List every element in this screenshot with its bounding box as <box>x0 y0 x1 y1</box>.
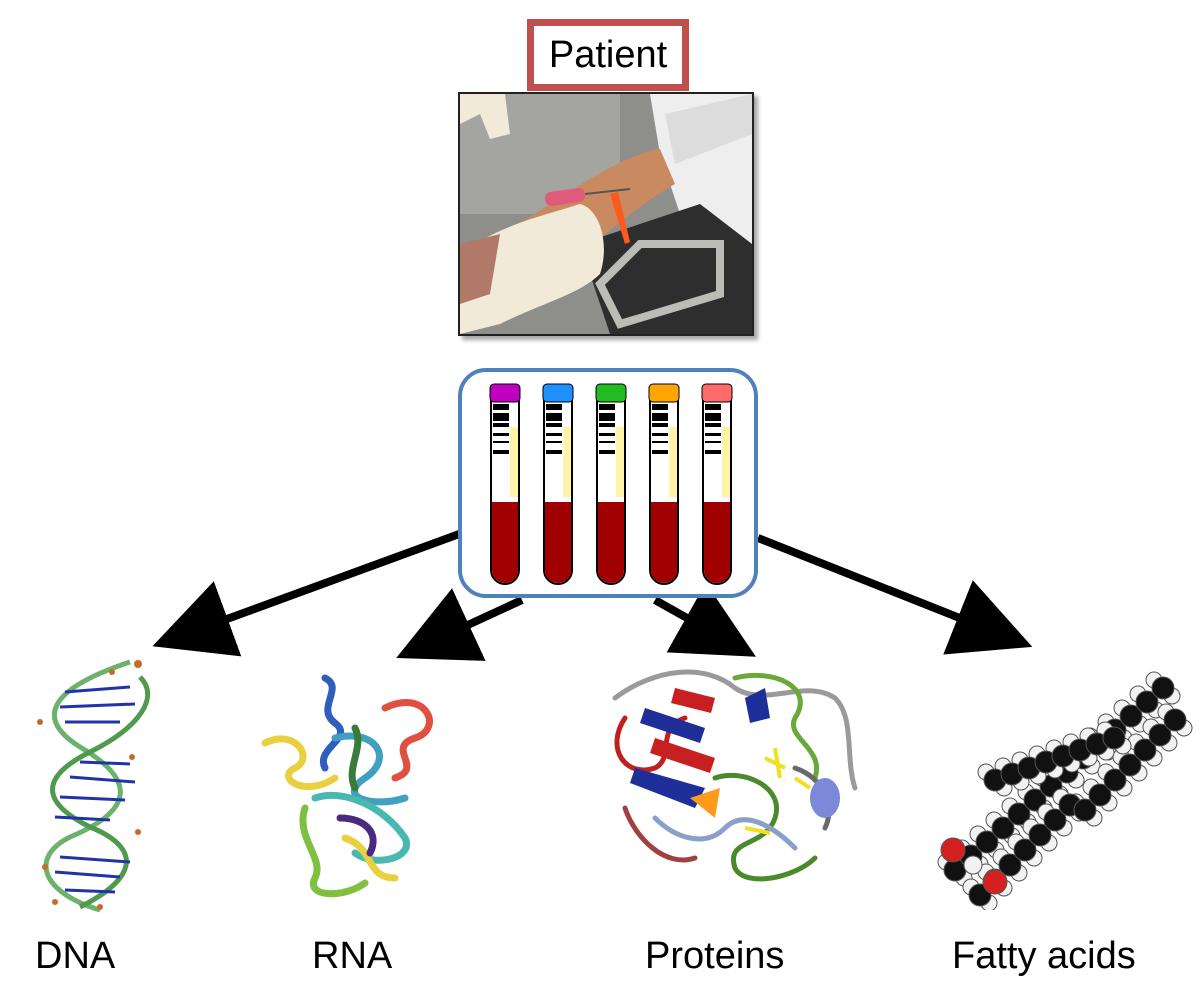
tube-cap <box>489 383 521 403</box>
blood-tubes-box <box>458 368 758 598</box>
blood-tube <box>701 383 733 585</box>
tube-cap <box>648 383 680 403</box>
rna-ribbon-structure-icon <box>261 674 433 898</box>
label-dna: DNA <box>35 935 116 977</box>
blood-tube <box>648 383 680 585</box>
label-rna: RNA <box>312 935 393 977</box>
fatty-acid-space-filling-icon <box>937 671 1193 910</box>
blood-tube <box>489 383 521 585</box>
tube-cap <box>595 383 627 403</box>
blood-tube <box>542 383 574 585</box>
arrow-to-dna <box>152 529 464 657</box>
protein-ribbon-structure-icon <box>612 669 858 882</box>
arrow-to-fatty-acids <box>756 534 1033 655</box>
arrow-to-proteins <box>653 582 756 657</box>
tube-cap <box>542 383 574 403</box>
arrow-to-rna <box>396 588 524 661</box>
label-proteins: Proteins <box>645 935 785 977</box>
blood-tube <box>595 383 627 585</box>
blood-tubes-rack <box>489 383 733 585</box>
blood-draw-photo <box>458 92 754 336</box>
tube-cap <box>701 383 733 403</box>
patient-label: Patient <box>548 33 668 76</box>
dna-double-helix-icon <box>37 659 151 913</box>
label-fatty-acids: Fatty acids <box>952 935 1136 977</box>
blood-draw-illustration <box>460 94 752 334</box>
patient-label-box: Patient <box>527 19 689 91</box>
